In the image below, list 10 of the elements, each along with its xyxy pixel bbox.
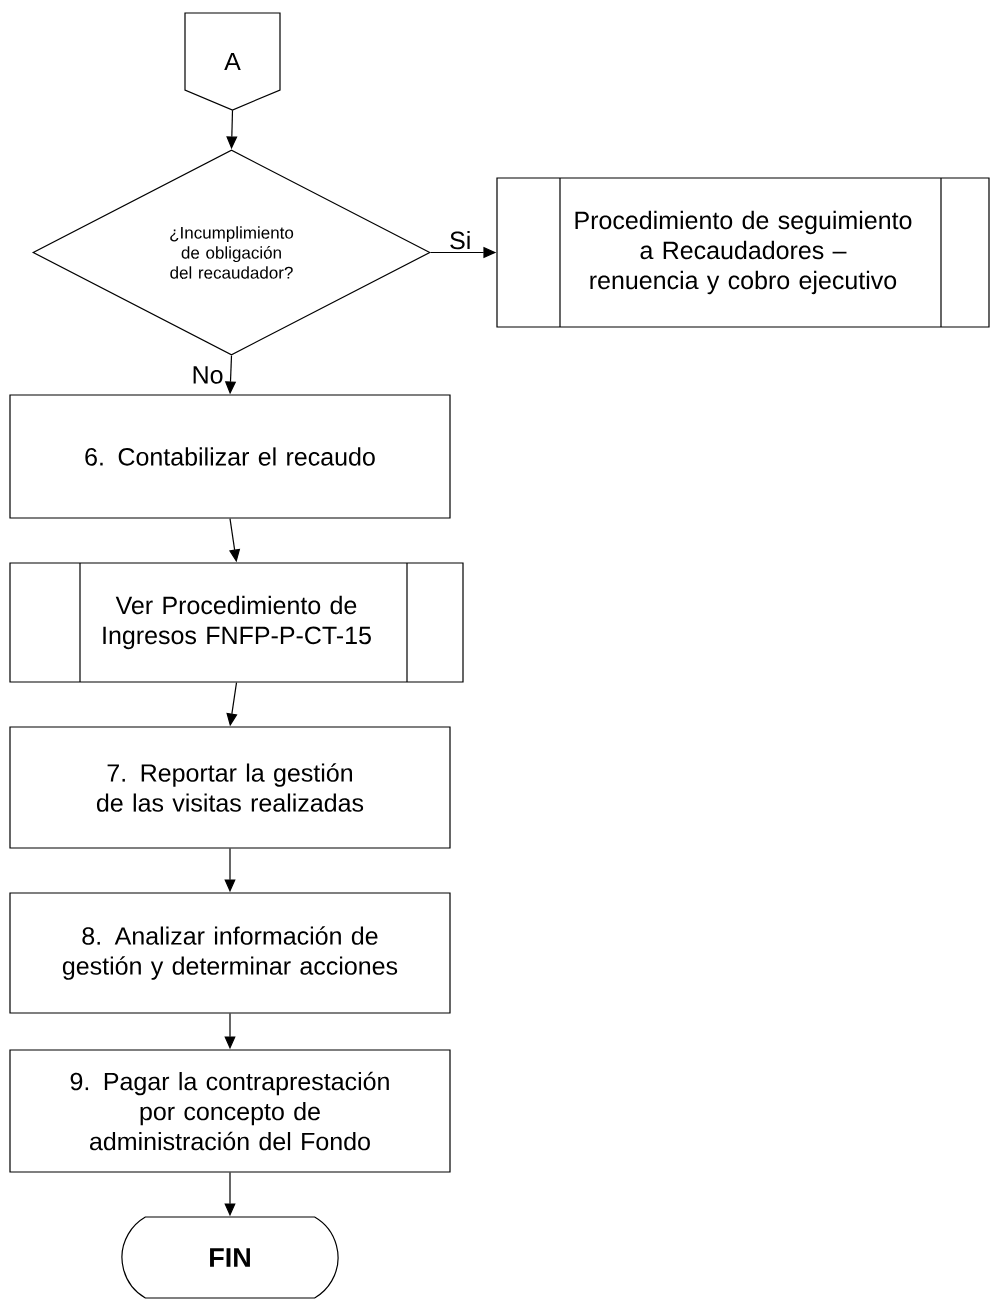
off-page-connector: A	[184, 12, 281, 111]
subprocess-box: Ver Procedimiento de Ingresos FNFP-P-CT-15	[9, 562, 464, 683]
subprocess-box: Procedimiento de seguimiento a Recaudadores – renuencia y cobro ejecutivo	[496, 177, 990, 328]
process-box: 9. Pagar la contraprestación por concepto de administración del Fondo	[9, 1049, 451, 1173]
process-box: 8. Analizar información de gestión y determinar acciones	[9, 892, 451, 1014]
edge-label: No	[193, 366, 223, 384]
process-box: 6. Contabilizar el recaudo	[9, 394, 451, 519]
terminator: FIN	[121, 1216, 339, 1299]
edge-label: Si	[450, 230, 470, 250]
process-box: 7. Reportar la gestión de las visitas realizadas	[9, 726, 451, 849]
